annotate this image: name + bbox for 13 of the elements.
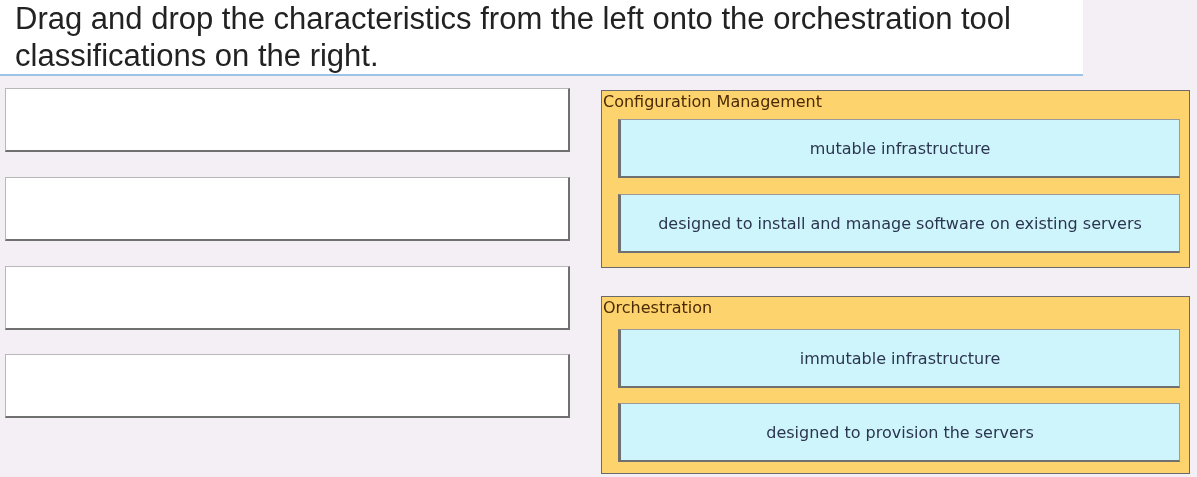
panel-title: Orchestration bbox=[603, 298, 713, 318]
characteristic-card: designed to provision the servers bbox=[618, 403, 1180, 462]
answer-box bbox=[5, 88, 570, 152]
answer-box bbox=[5, 177, 570, 241]
category-panel bbox=[601, 296, 1190, 474]
panel-title: Configuration Management bbox=[603, 92, 822, 112]
answer-box bbox=[5, 266, 570, 330]
characteristic-card: mutable infrastructure bbox=[618, 119, 1180, 178]
category-panel bbox=[601, 90, 1190, 268]
characteristic-card: designed to install and manage software on existing servers bbox=[618, 194, 1180, 253]
question-text: Drag and drop the characteristics from the left onto the orchestration tool classifications on the right. bbox=[15, 0, 1012, 74]
answer-box bbox=[5, 354, 570, 418]
characteristic-card: immutable infrastructure bbox=[618, 329, 1180, 388]
